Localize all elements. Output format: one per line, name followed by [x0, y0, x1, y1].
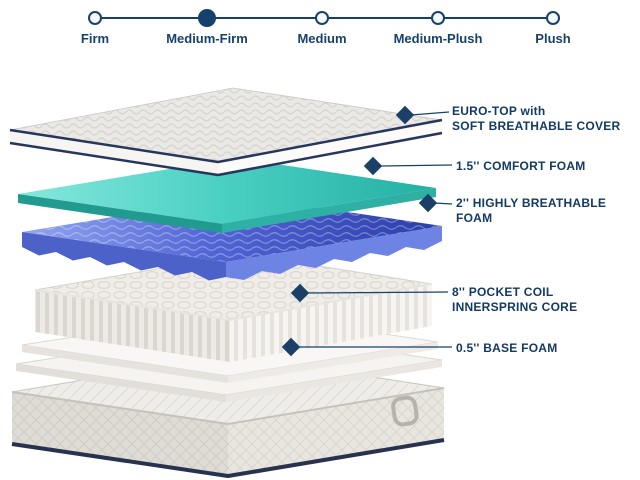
euro-top-layer [9, 87, 443, 177]
firmness-dot-medium[interactable] [315, 11, 329, 25]
callout-lines [298, 111, 453, 348]
firmness-dot-plush[interactable] [546, 11, 560, 25]
firmness-label-plush[interactable]: Plush [535, 31, 571, 46]
firmness-label-medium[interactable]: Medium [297, 31, 347, 46]
label-pocket-coil-line1: 8'' POCKET COIL [452, 285, 554, 299]
label-comfort-foam-line1: 1.5'' COMFORT FOAM [456, 159, 586, 173]
label-euro-top-line2: SOFT BREATHABLE COVER [452, 119, 621, 133]
label-breathable-foam-line1: 2'' HIGHLY BREATHABLE [456, 196, 607, 210]
label-base-foam-line1: 0.5'' BASE FOAM [456, 341, 558, 355]
firmness-dot-firm[interactable] [88, 11, 102, 25]
label-euro-top-line1: EURO-TOP with [452, 104, 546, 118]
marker-diamond-pocket-coil[interactable] [290, 283, 310, 303]
label-euro-top: EURO-TOP with SOFT BREATHABLE COVER [452, 104, 620, 134]
firmness-dot-medium-firm[interactable] [198, 9, 216, 27]
label-breathable-foam: 2'' HIGHLY BREATHABLE FOAM [456, 196, 606, 226]
label-comfort-foam: 1.5'' COMFORT FOAM [456, 159, 586, 174]
marker-diamond-base-foam[interactable] [281, 337, 301, 357]
label-base-foam: 0.5'' BASE FOAM [456, 341, 557, 356]
firmness-label-medium-firm[interactable]: Medium-Firm [166, 31, 248, 46]
marker-diamond-comfort-foam[interactable] [363, 156, 383, 176]
marker-diamond-breathable-foam[interactable] [418, 193, 438, 213]
comfort-foam-layer [18, 158, 436, 233]
firmness-dot-medium-plush[interactable] [431, 11, 445, 25]
base-handle [391, 395, 419, 427]
firmness-label-medium-plush[interactable]: Medium-Plush [393, 31, 483, 46]
firmness-label-firm[interactable]: Firm [80, 31, 110, 46]
label-pocket-coil: 8'' POCKET COIL INNERSPRING CORE [452, 285, 577, 315]
marker-diamond-euro-top[interactable] [395, 105, 415, 125]
label-pocket-coil-line2: INNERSPRING CORE [452, 300, 578, 314]
firmness-scale: Firm Medium-Firm Medium Medium-Plush Plu… [0, 0, 640, 56]
label-breathable-foam-line2: FOAM [456, 211, 493, 225]
